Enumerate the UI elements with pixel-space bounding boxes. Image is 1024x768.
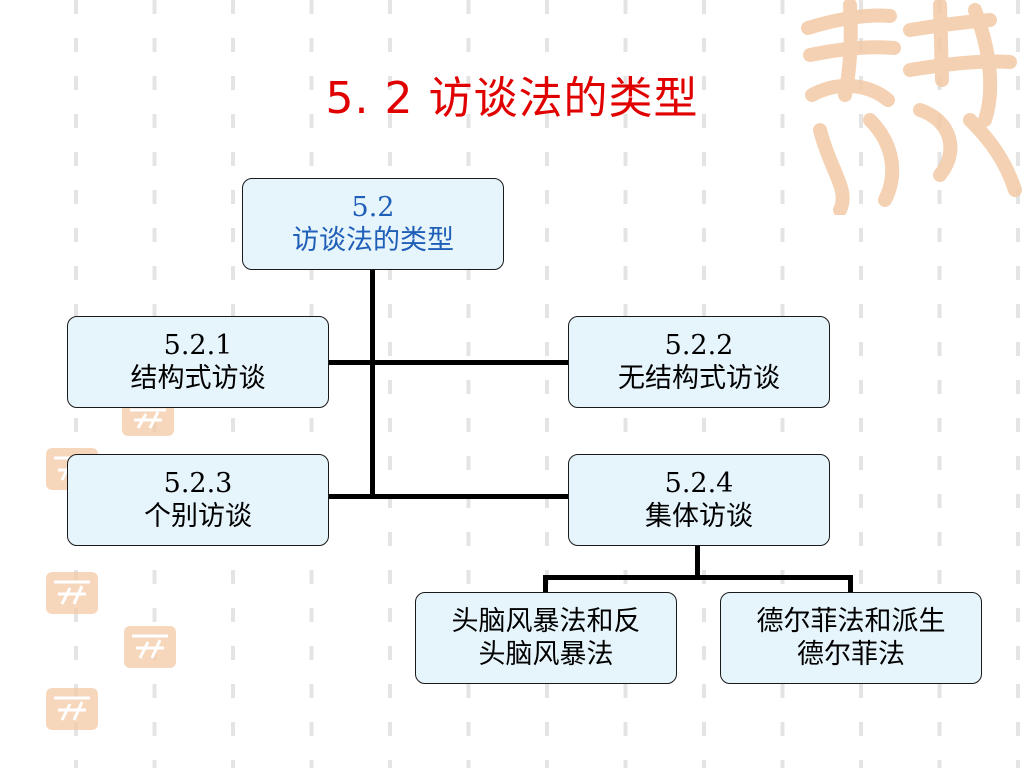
diagram-node-structured-interview: 5.2.1 结构式访谈 [67, 316, 329, 408]
diagram-node-unstructured-interview: 5.2.2 无结构式访谈 [568, 316, 830, 408]
decorative-seal-small [122, 400, 174, 436]
decorative-seal-small [46, 572, 98, 614]
connector-line [543, 575, 548, 595]
node-line: 无结构式访谈 [618, 363, 780, 394]
node-line: 头脑风暴法和反 [451, 606, 641, 637]
node-line: 5.2.2 [664, 330, 734, 361]
node-line: 集体访谈 [645, 501, 753, 532]
node-line: 5.2.3 [163, 468, 233, 499]
connector-line [695, 545, 700, 579]
node-line: 个别访谈 [144, 501, 252, 532]
diagram-node-individual-interview: 5.2.3 个别访谈 [67, 454, 329, 546]
connector-line [848, 575, 853, 595]
node-line: 结构式访谈 [130, 363, 266, 394]
slide-title: 5. 2 访谈法的类型 [325, 73, 699, 124]
diagram-node-group-interview: 5.2.4 集体访谈 [568, 454, 830, 546]
node-line: 5.2.4 [664, 468, 734, 499]
diagram-node-delphi: 德尔菲法和派生 德尔菲法 [720, 592, 982, 684]
diagram-node-root: 5.2 访谈法的类型 [242, 178, 504, 270]
decorative-seal-small [46, 688, 98, 730]
node-line: 头脑风暴法 [478, 639, 614, 670]
connector-line [370, 270, 375, 498]
node-line: 访谈法的类型 [292, 225, 454, 256]
connector-line [543, 575, 853, 580]
node-line: 5.2 [351, 192, 395, 223]
connector-line [328, 494, 570, 499]
diagram-node-brainstorming: 头脑风暴法和反 头脑风暴法 [415, 592, 677, 684]
node-line: 德尔菲法 [797, 639, 905, 670]
node-line: 德尔菲法和派生 [756, 606, 946, 637]
node-line: 5.2.1 [163, 330, 233, 361]
decorative-seal-small [124, 626, 176, 668]
decorative-seal-large [801, 0, 1022, 215]
connector-line [328, 360, 570, 365]
